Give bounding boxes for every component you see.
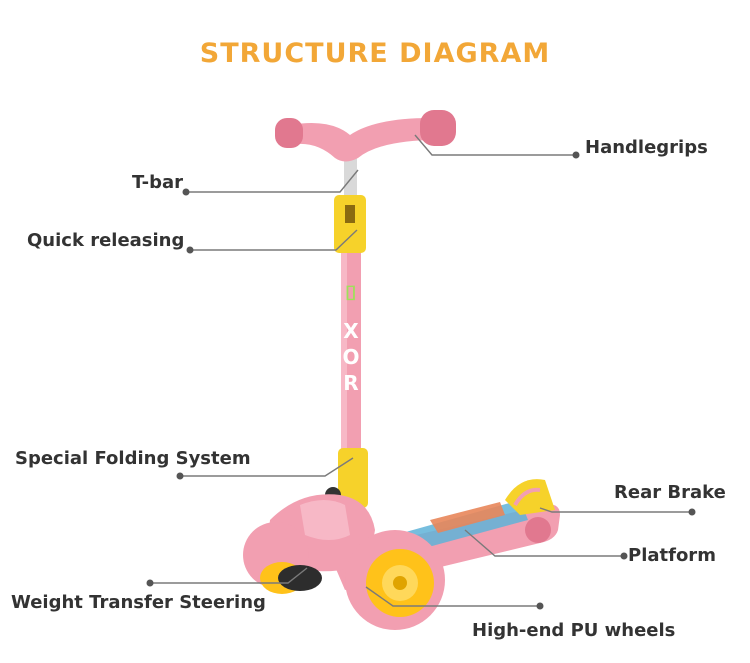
leader-lines: [150, 134, 692, 607]
left-handlegrip: [275, 118, 303, 148]
leader-weight-transfer: [150, 567, 308, 584]
brand-text: X O R: [342, 319, 359, 395]
label-platform: Platform: [628, 545, 716, 566]
label-special-folding-system: Special Folding System: [15, 448, 251, 469]
leader-dots: [146, 151, 696, 610]
leader-platform: [464, 529, 624, 557]
label-quick-releasing: Quick releasing: [27, 230, 185, 251]
svg-text:X: X: [343, 319, 359, 343]
leader-rear-brake: [539, 507, 692, 513]
svg-text:O: O: [342, 345, 359, 369]
center-shadow-wheel: [278, 565, 322, 591]
front-right-wheel: [345, 530, 445, 630]
tbar-shaft: [344, 150, 357, 200]
right-handlegrip: [420, 110, 456, 146]
rear-brake: [505, 479, 555, 543]
page-title: STRUCTURE DIAGRAM: [199, 38, 551, 69]
label-handlegrips: Handlegrips: [585, 137, 708, 158]
leader-pu-wheels: [365, 586, 540, 607]
handlebar: [275, 110, 456, 162]
label-tbar: T-bar: [132, 172, 184, 193]
leader-tbar: [186, 169, 359, 193]
label-pu-wheels: High-end PU wheels: [472, 620, 676, 641]
svg-text:R: R: [343, 371, 358, 395]
label-rear-brake: Rear Brake: [614, 482, 726, 503]
quick-release-clamp: [334, 195, 366, 253]
label-weight-transfer-steering: Weight Transfer Steering: [11, 592, 266, 613]
leader-special-folding: [180, 457, 354, 477]
leader-quick-releasing: [190, 229, 358, 251]
brand-logo-mark: ⌷: [345, 281, 357, 305]
leader-handlegrips: [414, 134, 576, 156]
